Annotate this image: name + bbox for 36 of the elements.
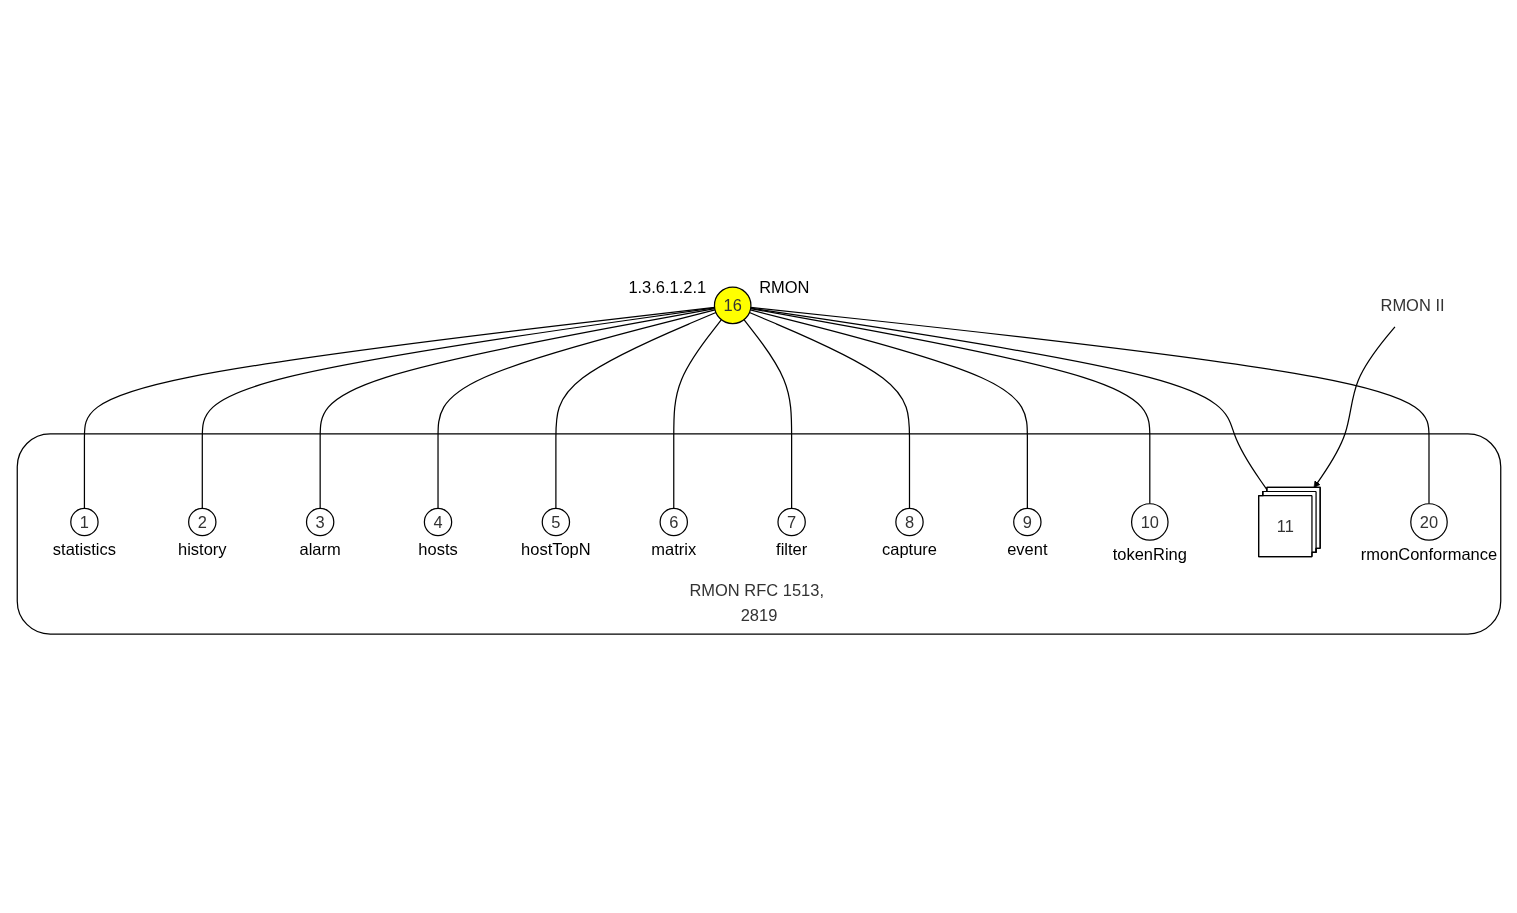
arrow bbox=[1313, 326, 1396, 489]
node-circle: 9 bbox=[1012, 508, 1042, 537]
node-text: RMON II bbox=[1380, 296, 1445, 315]
node-caption: statistics bbox=[52, 540, 116, 559]
node-circle: 8 bbox=[894, 508, 924, 537]
connector bbox=[554, 312, 717, 510]
connector bbox=[742, 319, 792, 510]
connector bbox=[672, 319, 722, 510]
node-circle: 5 bbox=[541, 508, 570, 537]
connector bbox=[748, 312, 910, 510]
node-circle: 16 bbox=[713, 286, 752, 325]
node-caption: RMON bbox=[758, 278, 809, 297]
node-circle: 20 bbox=[1409, 503, 1448, 542]
node-caption: rmonConformance bbox=[1360, 545, 1497, 564]
connector bbox=[749, 309, 1028, 510]
node-circle: 2 bbox=[187, 508, 217, 537]
node-caption: hosts bbox=[417, 540, 458, 559]
node-caption: event bbox=[1006, 540, 1047, 559]
node-caption: capture bbox=[881, 540, 937, 559]
connector bbox=[319, 308, 715, 510]
connector bbox=[83, 307, 715, 510]
node-caption: filter bbox=[775, 540, 807, 559]
node-caption: alarm bbox=[299, 540, 341, 559]
node-circle: 4 bbox=[423, 508, 452, 537]
node-circle: 10 bbox=[1130, 503, 1169, 542]
node-circle: 1 bbox=[69, 508, 99, 537]
node-caption: history bbox=[177, 540, 227, 559]
node-caption: hostTopN bbox=[520, 540, 591, 559]
node-circle: 6 bbox=[659, 508, 688, 537]
node-caption: tokenRing bbox=[1112, 545, 1187, 564]
node-caption: 1.3.6.1.2.1 bbox=[627, 278, 706, 297]
node-caption: matrix bbox=[650, 540, 696, 559]
node-circle: 7 bbox=[776, 508, 806, 537]
connector bbox=[201, 307, 715, 510]
node-circle: 3 bbox=[305, 508, 334, 537]
connector bbox=[436, 309, 716, 510]
